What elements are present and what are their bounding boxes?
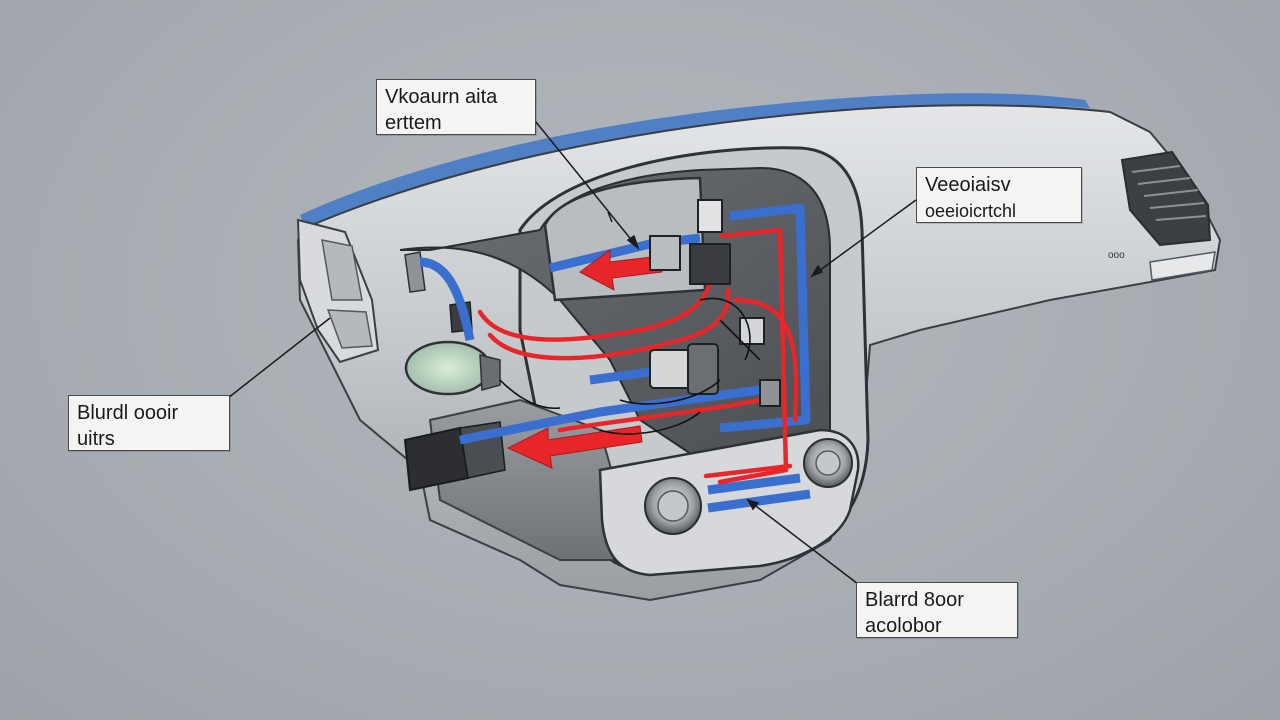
callout-left-line2: uitrs xyxy=(77,428,115,450)
callout-left-line1: Blurdl oooir xyxy=(77,402,179,424)
callout-bottom-line2: acolobor xyxy=(865,615,942,637)
hot-duct-bottom xyxy=(703,463,793,479)
cold-duct-bottom-2 xyxy=(707,489,811,513)
blend-door-actuator xyxy=(697,199,723,233)
callout-top-line1: Vkoaurn aita xyxy=(385,86,498,108)
blower-outlet-pipe xyxy=(403,426,470,492)
leader-left xyxy=(227,317,331,399)
cold-duct-lower xyxy=(459,385,761,445)
hot-duct-lower xyxy=(557,397,763,433)
leader-top xyxy=(535,121,639,249)
right-air-vent xyxy=(1120,150,1212,247)
hot-duct-right-vertical xyxy=(717,227,789,485)
cold-duct-left xyxy=(419,257,475,341)
callout-right-label: Veeoiaisv oeeioicrtchl xyxy=(916,167,1082,223)
left-vent-grille xyxy=(321,239,363,301)
hot-duct-right-vertical-2 xyxy=(732,297,799,423)
callout-left-label: Blurdl oooir uitrs xyxy=(68,395,230,451)
leader-right xyxy=(811,199,917,277)
right-trim-strip xyxy=(1149,251,1216,281)
hot-duct-mid-loop xyxy=(487,287,731,361)
cold-duct-right-vertical xyxy=(719,203,811,433)
callout-bottom-line1: Blarrd 8oor xyxy=(865,589,964,611)
cold-duct-bottom xyxy=(707,473,801,495)
callout-top-line2: erttem xyxy=(385,112,442,134)
cabin-air-filter xyxy=(404,340,492,396)
cold-duct-mid xyxy=(589,367,651,385)
callout-bottom-label: Blarrd 8oor acolobor xyxy=(856,582,1018,638)
callout-right-line1: Veeoiaisv xyxy=(925,174,1011,196)
panel-label: ooo xyxy=(1108,250,1125,261)
leader-bottom xyxy=(747,499,859,585)
hot-duct-upper-loop xyxy=(477,267,715,342)
callout-right-line2: oeeioicrtchl xyxy=(925,201,1017,221)
callout-top-label: Vkoaurn aita erttem xyxy=(376,79,536,135)
left-vent-grille-lower xyxy=(326,309,373,349)
dash-top-rim xyxy=(300,93,1090,228)
